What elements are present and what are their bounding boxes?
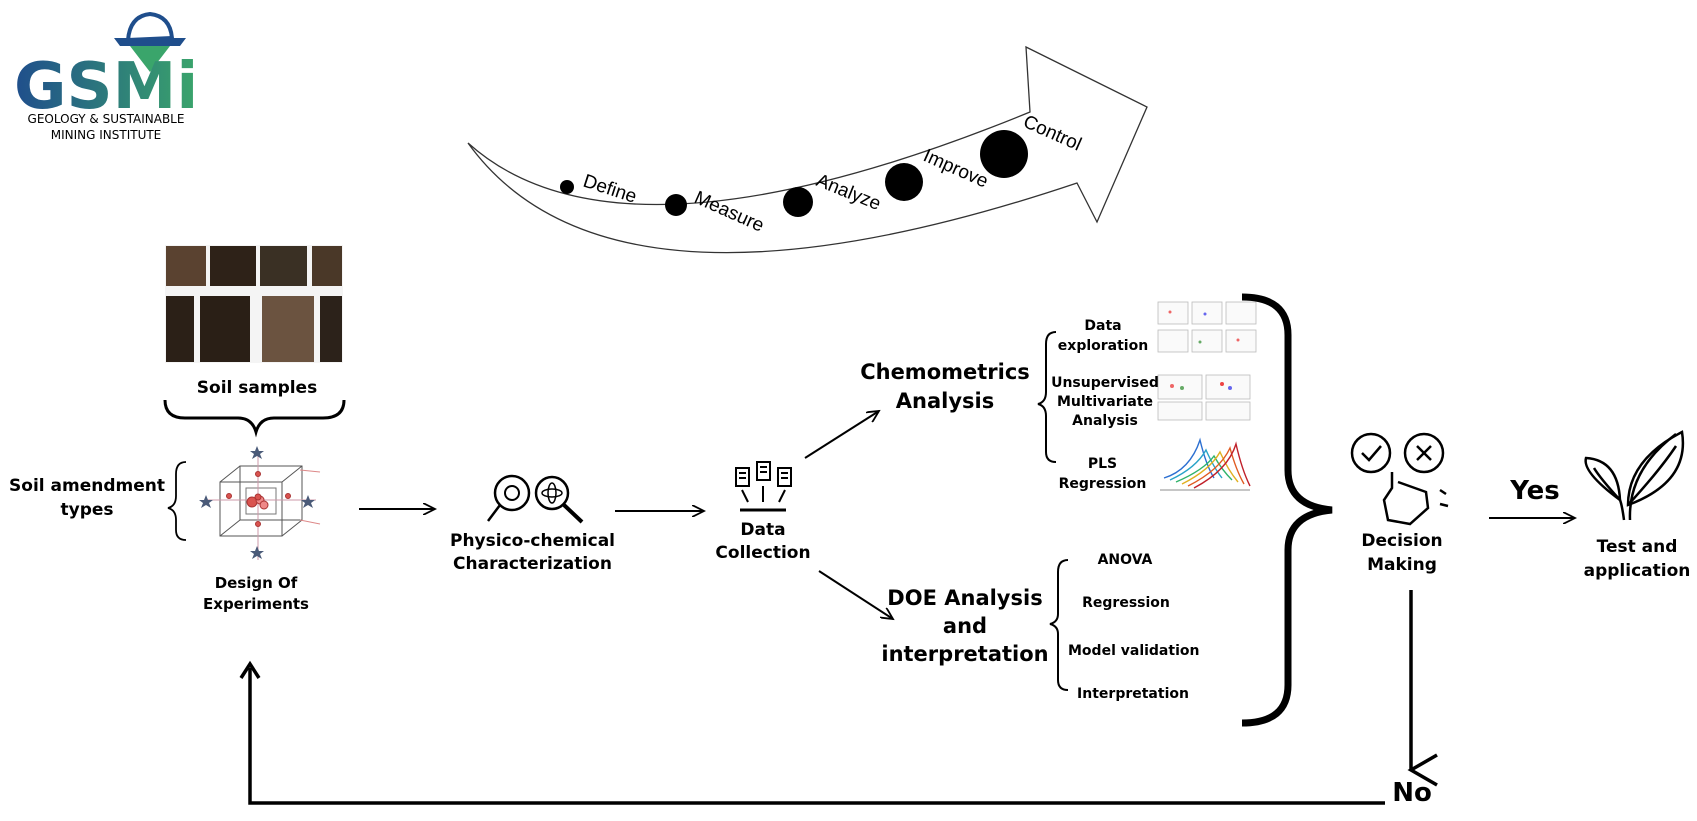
multivariate-plots-image bbox=[1157, 374, 1251, 421]
design-of-experiments-label: Design Of Experiments bbox=[186, 574, 326, 613]
logo-hardhat-icon: GSMi bbox=[14, 11, 198, 124]
doe-item-interpretation: Interpretation bbox=[1077, 686, 1189, 702]
item-line: Regression bbox=[1058, 475, 1147, 492]
physico-chemical-label: Physico-chemical Characterization bbox=[445, 531, 620, 575]
chemometrics-line2: Analysis bbox=[895, 389, 995, 414]
doe-analysis-brace bbox=[1049, 559, 1069, 691]
doe-item-regression: Regression bbox=[1082, 595, 1170, 611]
logo-line2: MINING INSTITUTE bbox=[50, 128, 162, 142]
dmaic-dot-improve bbox=[885, 163, 923, 201]
no-label: No bbox=[1392, 778, 1432, 808]
soil-amendment-label: Soil amendment types bbox=[6, 476, 168, 521]
test-line2: application bbox=[1583, 561, 1691, 582]
decision-line1: Decision bbox=[1361, 531, 1443, 551]
doe-item-model-validation: Model validation bbox=[1068, 643, 1200, 659]
soil-amendment-brace bbox=[167, 461, 187, 541]
test-line1: Test and bbox=[1596, 537, 1678, 557]
doe-analysis-line1: DOE Analysis bbox=[887, 586, 1043, 610]
item-line: Unsupervised bbox=[1051, 375, 1159, 391]
chemometrics-label: Chemometrics Analysis bbox=[855, 360, 1035, 414]
data-collection-label: Data Collection bbox=[703, 520, 823, 564]
yes-label: Yes bbox=[1510, 476, 1560, 506]
doe-analysis-line2: and bbox=[942, 614, 988, 639]
chemometrics-item-pls: PLS Regression bbox=[1050, 456, 1155, 493]
physico-line1: Physico-chemical bbox=[449, 531, 616, 551]
pls-regression-plot-image bbox=[1160, 437, 1251, 491]
documents-download-icon bbox=[735, 461, 792, 512]
dmaic-arrow-shape bbox=[467, 45, 1148, 254]
soil-samples-brace bbox=[163, 399, 346, 438]
dmaic-dot-define bbox=[560, 180, 574, 194]
data-collection-line1: Data bbox=[740, 520, 786, 540]
doe-cube-icon bbox=[206, 454, 321, 560]
item-line: Analysis bbox=[1072, 412, 1138, 429]
chemometrics-item-data-exploration: Data exploration bbox=[1048, 318, 1158, 355]
doe-line1: Design Of bbox=[214, 574, 298, 592]
doe-star-icons bbox=[199, 446, 315, 559]
chemometrics-brace bbox=[1037, 331, 1057, 463]
chemometrics-line1: Chemometrics bbox=[860, 360, 1030, 384]
chemometrics-item-unsupervised: Unsupervised Multivariate Analysis bbox=[1050, 375, 1160, 429]
item-line: Data bbox=[1084, 318, 1122, 334]
logo-letters: GSMi bbox=[14, 50, 198, 124]
logo-line1: GEOLOGY & SUSTAINABLE bbox=[27, 112, 185, 126]
item-line: Multivariate bbox=[1056, 393, 1154, 410]
decision-line2: Making bbox=[1367, 555, 1437, 576]
decision-hand-icon bbox=[1350, 432, 1449, 526]
soil-amendment-line2: types bbox=[60, 500, 114, 521]
physico-line2: Characterization bbox=[453, 554, 612, 575]
feedback-loop-arrow bbox=[248, 668, 1385, 805]
dmaic-dot-analyze bbox=[783, 187, 813, 217]
soil-samples-image bbox=[165, 245, 343, 363]
test-application-label: Test and application bbox=[1580, 537, 1694, 582]
doe-item-anova: ANOVA bbox=[1097, 552, 1153, 568]
soil-amendment-line1: Soil amendment bbox=[9, 476, 165, 496]
gsmi-logo: GSMi GEOLOGY & SUSTAINABLE MINING INSTIT… bbox=[10, 8, 210, 148]
doe-line2: Experiments bbox=[203, 595, 309, 613]
data-collection-line2: Collection bbox=[715, 543, 811, 564]
plant-icon bbox=[1584, 430, 1685, 521]
magnifier-icons bbox=[487, 474, 584, 524]
dmaic-dot-measure bbox=[665, 194, 687, 216]
decision-making-label: Decision Making bbox=[1346, 531, 1458, 576]
item-line: exploration bbox=[1057, 337, 1149, 354]
doe-analysis-line3: interpretation bbox=[881, 642, 1049, 667]
doe-analysis-label: DOE Analysis and interpretation bbox=[880, 586, 1050, 668]
data-exploration-plots-image bbox=[1157, 301, 1257, 353]
soil-samples-label: Soil samples bbox=[196, 378, 318, 398]
arrow-data-to-chemometrics bbox=[804, 411, 879, 459]
feedback-arrowhead bbox=[239, 660, 261, 679]
big-right-brace bbox=[1241, 293, 1333, 727]
arrow-data-to-doe-analysis bbox=[818, 570, 893, 619]
item-line: PLS bbox=[1087, 456, 1118, 472]
dmaic-dot-control bbox=[980, 130, 1028, 178]
